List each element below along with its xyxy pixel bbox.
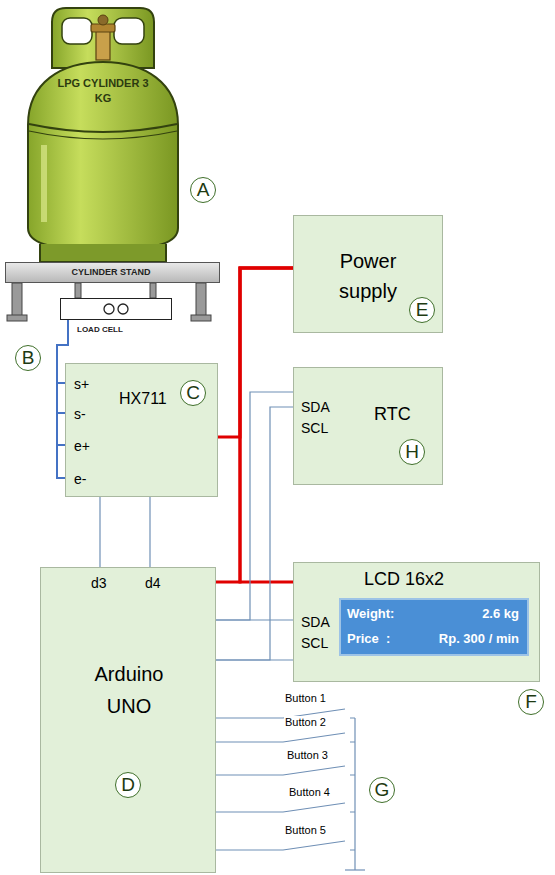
cylinder-handle: [52, 8, 154, 68]
node-text: LPG CYLINDER 3 KG: [55, 76, 151, 106]
stand-leg: [196, 283, 206, 316]
stand-legs: [7, 283, 211, 321]
node-text: CYLINDER STAND: [6, 267, 216, 277]
node-text: 2.6 kg: [482, 607, 519, 622]
callout-letter: H: [399, 439, 425, 465]
wire: [240, 268, 293, 582]
callout-letter: G: [369, 777, 395, 803]
callout-letter: A: [190, 177, 216, 203]
button-label: Button 1: [284, 692, 327, 705]
callout-letter: C: [180, 380, 206, 406]
wire: [216, 619, 293, 620]
stand-foot: [7, 315, 27, 321]
node-text: SCL: [301, 420, 328, 436]
lpg-cylinder: LPG CYLINDER 3 KG: [25, 3, 185, 263]
lpg-cylinder-art: [28, 8, 178, 262]
cylinder-band: [29, 131, 177, 139]
switch-wire: [216, 766, 355, 775]
load-cell-body: [60, 298, 172, 320]
node-text: Arduino UNO: [79, 658, 179, 722]
switch-wire: [216, 841, 355, 850]
wire-tick: [57, 382, 65, 384]
valve-body: [96, 30, 110, 60]
wire-tick: [57, 412, 65, 414]
wire: [149, 497, 150, 567]
lcd-16x2: LCD 16x2SDA SCL Weight: 2.6 kg Price : Rp. 30…: [293, 562, 540, 682]
node-text: RTC: [374, 404, 411, 425]
load-cell: LOAD CELL: [60, 298, 172, 320]
node-text: d3: [91, 575, 107, 591]
valve-knob: [98, 15, 108, 25]
wire: [216, 659, 293, 660]
wire: [218, 268, 293, 437]
node-text: e+: [74, 438, 90, 454]
cylinder-body: [28, 62, 178, 250]
wire: [99, 497, 100, 567]
handle-hole: [114, 18, 144, 44]
callout-letter: F: [518, 689, 544, 715]
node-text: SDA: [301, 399, 330, 415]
cylinder-foot-ring: [40, 244, 166, 262]
node-text: e-: [74, 471, 86, 487]
cylinder-highlight: [41, 145, 47, 222]
button-label: Button 4: [288, 786, 331, 799]
switch-wire: [216, 733, 355, 742]
callout-letter: E: [409, 297, 435, 323]
button-label: Button 3: [286, 749, 329, 762]
button-switches: [216, 709, 365, 870]
wire-ticks: [57, 383, 65, 445]
wire-tick: [57, 444, 65, 446]
lcd-screen: Weight: 2.6 kg Price : Rp. 300 / min: [339, 598, 529, 656]
node-text: SCL: [301, 635, 328, 651]
button-label: Button 2: [284, 716, 327, 729]
switch-wire: [216, 803, 355, 812]
cylinder-band: [29, 124, 177, 132]
stand-foot: [191, 315, 211, 321]
cylinder-stand: CYLINDER STAND: [5, 262, 220, 283]
load-cell-art: [60, 298, 172, 320]
ground-tick: [345, 869, 365, 870]
wire: [216, 268, 293, 582]
node-text: Rp. 300 / min: [439, 632, 519, 647]
stand-leg: [12, 283, 22, 316]
arduino-uno: d3 d4Arduino UNO: [40, 567, 216, 873]
common-bus: [354, 718, 355, 870]
node-text: SDA: [301, 614, 330, 630]
wire: [216, 392, 293, 620]
rtc-module: RTC SDA SCL: [293, 367, 443, 485]
node-text: s+: [74, 376, 89, 392]
node-text: Price :: [347, 632, 390, 647]
load-cell-hole: [118, 304, 128, 314]
node-text: HX711: [119, 390, 167, 408]
load-cell-hole: [104, 304, 114, 314]
node-text: Weight:: [347, 607, 394, 622]
button-label: Button 5: [284, 824, 327, 837]
callout-letter: B: [15, 345, 41, 371]
load-cell-post: [75, 283, 81, 298]
node-text: LCD 16x2: [364, 569, 444, 590]
node-text: Power supply: [318, 246, 418, 306]
node-text: d4: [145, 575, 161, 591]
callout-letter: D: [115, 772, 141, 798]
node-text: LOAD CELL: [77, 325, 123, 334]
wire: [216, 407, 293, 660]
node-text: s-: [74, 406, 86, 422]
handle-hole: [62, 18, 92, 44]
load-cell-post: [150, 283, 156, 298]
